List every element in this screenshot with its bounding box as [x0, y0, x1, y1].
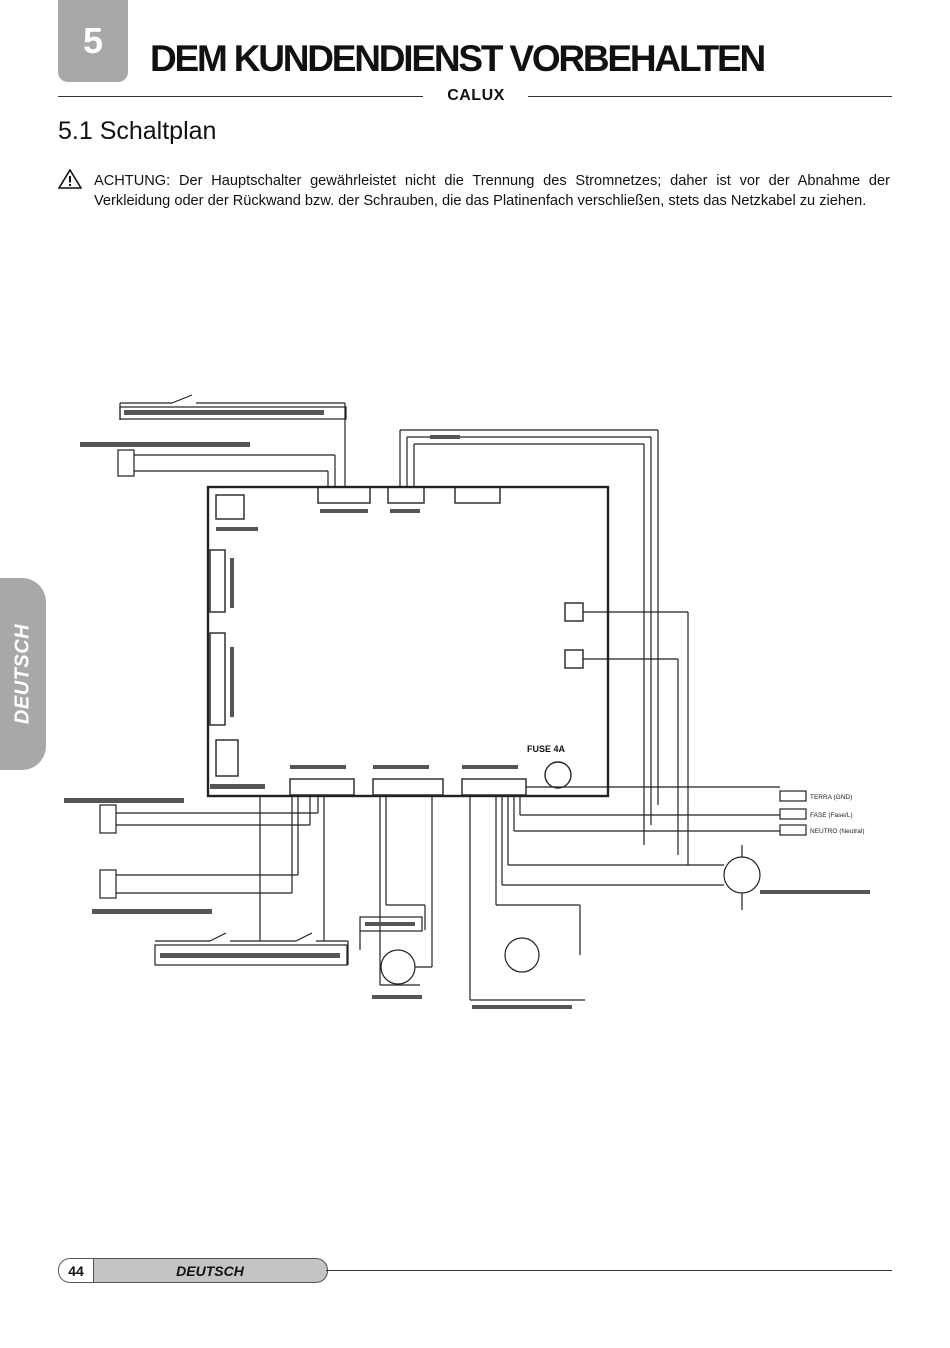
chapter-title: DEM KUNDENDIENST VORBEHALTEN: [150, 38, 766, 79]
sensor-s2: [564, 649, 584, 669]
left-connector-upper: [209, 549, 226, 613]
top-connector-3pin: [387, 486, 425, 504]
footer-page-pill: 44 DEUTSCH: [58, 1258, 328, 1283]
sensor-s1: [564, 602, 584, 622]
mains-label-ground: TERRA (GND): [810, 794, 852, 801]
left-connector-small: [215, 739, 239, 777]
mains-label-neutral: NEUTRO (Neutral): [810, 828, 865, 835]
wiring-diagram: FUSE 4A TERRA (GND) FASE (Fase/L) NEUTRO…: [64, 394, 870, 1009]
fuse-label: FUSE 4A: [527, 744, 566, 754]
board-top-box: [454, 486, 501, 504]
brand-logo: CALUX: [447, 87, 505, 104]
chapter-number-tab: 5: [58, 0, 128, 82]
mains-label-phase: FASE (Fase/L): [810, 812, 853, 819]
warning-text: ACHTUNG: Der Hauptschalter gewährleistet…: [94, 173, 890, 209]
footer-language: DEUTSCH: [176, 1262, 244, 1279]
footer-rule: [326, 1270, 892, 1271]
header-rule-right: [528, 96, 892, 97]
bottom-connector-6pin-b: [461, 778, 527, 796]
top-connector-5pin: [317, 486, 371, 504]
page-number: 44: [59, 1259, 94, 1282]
header-rule-left: [58, 96, 423, 97]
bottom-connector-6pin: [289, 778, 355, 796]
language-side-tab-label: DEUTSCH: [11, 623, 34, 725]
left-connector-lower: [209, 632, 226, 726]
bottom-connector-7pin: [372, 778, 444, 796]
display-connector: [215, 494, 245, 520]
section-title: 5.1 Schaltplan: [58, 117, 217, 145]
language-side-tab: [0, 578, 46, 770]
chapter-number: 5: [82, 20, 104, 61]
fuse-circle: [544, 761, 572, 789]
warning-triangle-icon: [58, 169, 82, 189]
